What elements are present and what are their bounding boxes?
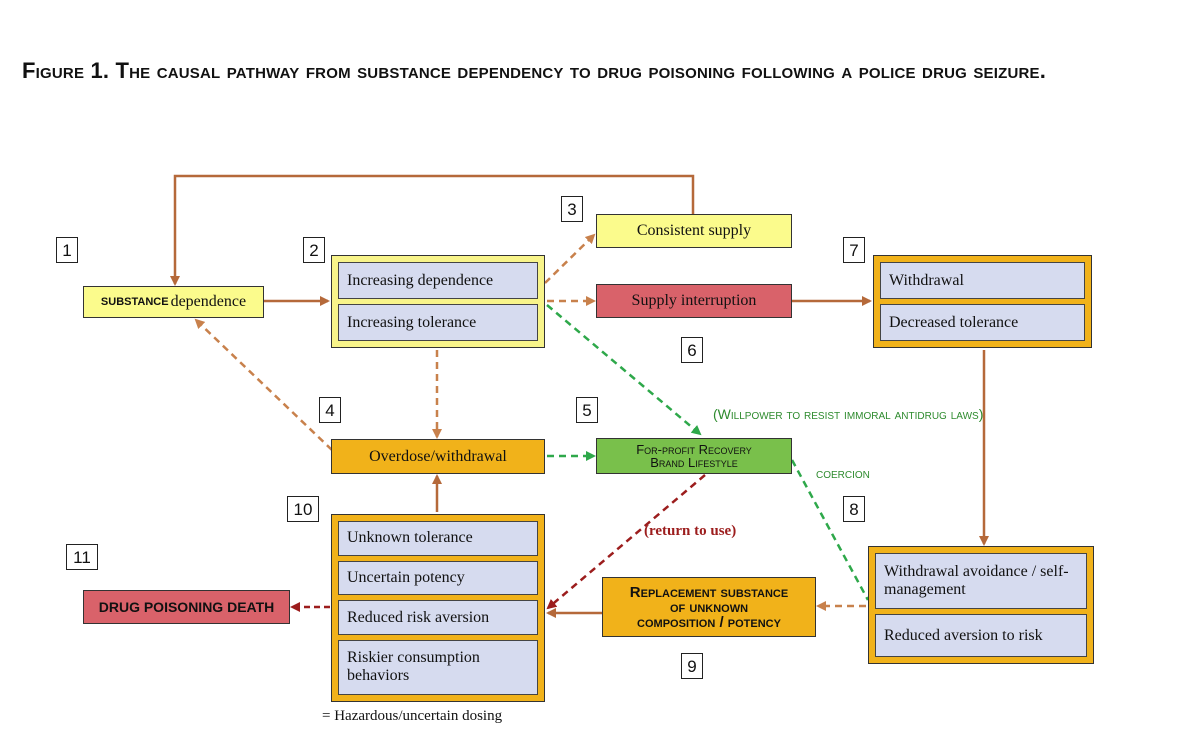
arrow-recovery-to-group10 [546, 474, 706, 610]
arrow-recovery-to-avoidance [790, 459, 870, 601]
step-number-7: 7 [843, 237, 865, 263]
replacement-line-1: Replacement substance [629, 583, 789, 601]
step-number-1: 1 [56, 237, 78, 263]
step-number-10: 10 [287, 496, 319, 522]
step-number-9: 9 [681, 653, 703, 679]
step-number-8: 8 [843, 496, 865, 522]
replacement-line-3: composition / potency [637, 613, 781, 631]
node-substance-dependence: substance dependence [83, 286, 264, 318]
node-withdrawal-avoidance: Withdrawal avoidance / self-management [875, 553, 1087, 610]
step-number-3: 3 [561, 196, 583, 222]
hazardous-dosing-caption: = Hazardous/uncertain dosing [322, 708, 503, 724]
recovery-line-2: Brand Lifestyle [650, 455, 738, 470]
node-consistent-supply: Consistent supply [596, 214, 792, 248]
node-unknown-tolerance: Unknown tolerance [338, 521, 538, 556]
group-dependence-tolerance: Increasing dependence Increasing toleran… [331, 255, 545, 348]
node-riskier-consumption: Riskier consumption behaviors [338, 639, 538, 696]
step-number-11: 11 [66, 544, 98, 570]
arrow-loop-to-dependence [170, 174, 695, 286]
group-withdrawal: Withdrawal Decreased tolerance [873, 255, 1092, 348]
step-number-5: 5 [576, 397, 598, 423]
step-number-6: 6 [681, 337, 703, 363]
group-hazardous-dosing: Unknown tolerance Uncertain potency Redu… [331, 514, 545, 702]
group-withdrawal-avoidance: Withdrawal avoidance / self-management R… [868, 546, 1094, 664]
arrow-overdose-to-dependence [194, 318, 333, 451]
recovery-line-1: For-profit Recovery [636, 442, 752, 457]
figure-title: Figure 1. The causal pathway from substa… [22, 58, 1047, 83]
arrow-group2-to-recovery [546, 304, 702, 436]
node-for-profit-recovery: For-profit Recovery Brand Lifestyle [596, 438, 792, 474]
node-supply-interruption: Supply interruption [596, 284, 792, 318]
coercion-label: COERCION [816, 470, 870, 481]
step-number-2: 2 [303, 237, 325, 263]
node-increasing-tolerance: Increasing tolerance [338, 304, 538, 341]
willpower-label: (Willpower to resist immoral antidrug la… [713, 406, 984, 422]
node-replacement-substance: Replacement substance of unknown composi… [602, 577, 816, 637]
dependence-text: dependence [170, 293, 247, 310]
node-uncertain-potency: Uncertain potency [338, 560, 538, 596]
node-withdrawal: Withdrawal [880, 262, 1085, 299]
step-number-4: 4 [319, 397, 341, 423]
return-to-use-label: (return to use) [644, 523, 737, 539]
node-decreased-tolerance: Decreased tolerance [880, 304, 1085, 341]
node-drug-poisoning-death: DRUG POISONING DEATH [83, 590, 290, 624]
arrow-group2-to-supply [544, 233, 596, 284]
node-increasing-dependence: Increasing dependence [338, 262, 538, 299]
substance-prefix: substance [100, 296, 169, 308]
node-overdose-withdrawal: Overdose/withdrawal [331, 439, 545, 474]
replacement-line-2: of unknown [669, 598, 749, 616]
node-reduced-aversion: Reduced aversion to risk [875, 614, 1087, 657]
node-reduced-risk-aversion: Reduced risk aversion [338, 600, 538, 635]
